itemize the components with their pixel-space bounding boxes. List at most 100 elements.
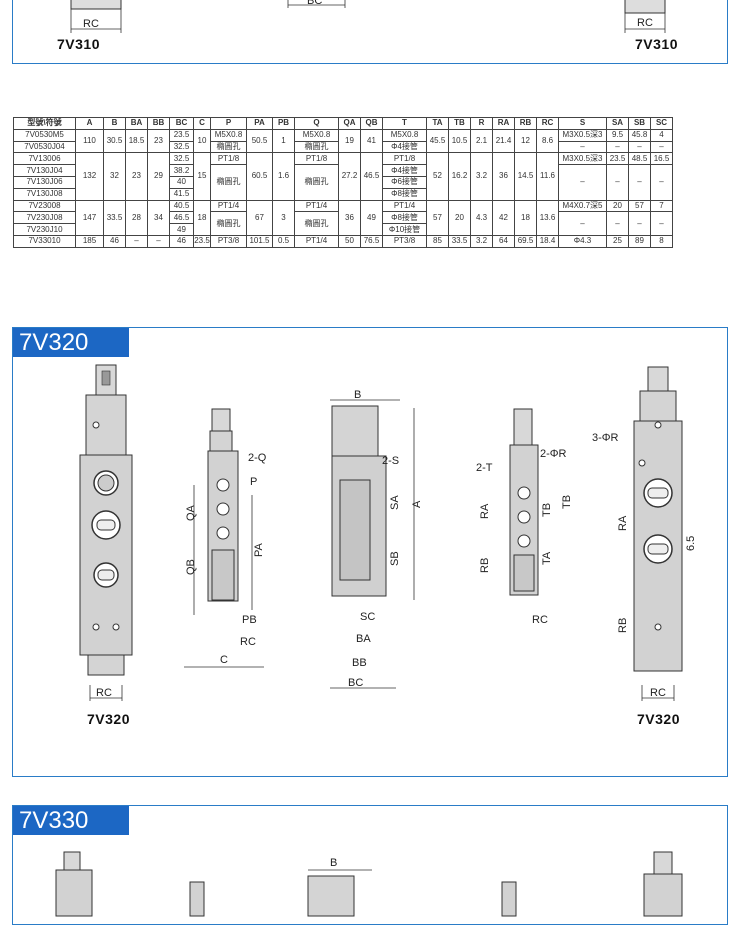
table-cell: PT1/8 (210, 152, 247, 166)
table-cell: 橢圓孔 (294, 140, 339, 154)
table-header: C (193, 117, 211, 130)
table-cell: 85 (426, 234, 449, 248)
table-cell: 橢圓孔 (210, 140, 247, 154)
table-cell: 2.1 (470, 128, 493, 154)
table-cell: 42 (492, 199, 515, 236)
table-cell: 23.5 (169, 128, 194, 142)
table-cell: M5X0.8 (294, 128, 339, 142)
table-row: 7V33010 185 46 – – 46 23.5 PT3/8 101.5 0… (13, 234, 673, 248)
table-cell: 10.5 (448, 128, 471, 154)
table-cell: – (558, 211, 607, 236)
label-tb: TB (561, 495, 573, 509)
table-cell: 41 (360, 128, 383, 154)
drawing-7v310-left: RC (70, 0, 122, 33)
table-cell: PT3/8 (210, 234, 247, 248)
table-header: T (382, 117, 427, 130)
table-header: QB (360, 117, 383, 130)
table-cell: 67 (246, 199, 273, 236)
table-row: 7V230J08 46.5 橢圓孔 橢圓孔 Φ8接管 – – – – (13, 211, 673, 236)
table-cell: 49 (169, 223, 194, 236)
table-header: SC (650, 117, 673, 130)
table-cell: 110 (75, 128, 104, 154)
label-sa: SA (389, 495, 401, 510)
table-cell: 11.6 (536, 152, 559, 201)
table-cell: 46.5 (169, 211, 194, 225)
table-cell: 40 (169, 175, 194, 189)
label-rc: RC (96, 687, 112, 699)
table-cell: PT3/8 (382, 234, 427, 248)
table-header: RB (514, 117, 537, 130)
label-a: A (411, 500, 423, 508)
table-header: A (75, 117, 104, 130)
label-tb-small: TB (541, 503, 553, 517)
table-cell: 36 (492, 152, 515, 201)
table-header: SB (628, 117, 651, 130)
caption-7v320-right: 7V320 (637, 711, 680, 727)
table-cell: – (558, 140, 607, 154)
drawing-side-view-ports: QA QB PA 2-Q P PB RC C (184, 408, 267, 668)
caption-7v310-left: 7V310 (57, 36, 100, 52)
table-row: 7V130J04 38.2 橢圓孔 橢圓孔 Φ4接管 – – – – (13, 164, 673, 201)
table-cell: 3.2 (470, 152, 493, 201)
drawing-rear-view: 3-ΦR RA 6.5 RB RC (592, 366, 697, 701)
label-rb: RB (617, 618, 629, 633)
table-header: BC (169, 117, 194, 130)
table-cell: M3X0.5深3 (558, 152, 607, 166)
table-cell: 46 (169, 234, 194, 248)
table-cell: – (628, 164, 651, 201)
table-cell: PT1/4 (382, 199, 427, 213)
label-bb: BB (352, 657, 367, 669)
table-cell: 21.4 (492, 128, 515, 154)
table-cell: 57 (628, 199, 651, 213)
table-cell: 23 (147, 128, 170, 154)
table-header: R (470, 117, 493, 130)
table-cell: 36 (338, 199, 361, 236)
table-cell: 7V130J06 (13, 175, 76, 189)
table-cell: M5X0.8 (210, 128, 247, 142)
table-cell: 45.8 (628, 128, 651, 142)
drawing-end-view: 2-T 2-ΦR RA TB TB RB TA RC (476, 408, 573, 626)
table-cell: 33.5 (448, 234, 471, 248)
label-qb: QB (185, 559, 197, 575)
table-cell: 橢圓孔 (294, 164, 339, 201)
table-cell: 14.5 (514, 152, 537, 201)
table-cell: 32 (103, 152, 126, 201)
drawing-side-profile: B A 2-S SA SB SC BA BB BC (330, 389, 423, 689)
table-cell: – (628, 140, 651, 154)
table-cell: 橢圓孔 (294, 211, 339, 236)
table-cell: – (650, 164, 673, 201)
table-cell: Φ8接管 (382, 187, 427, 201)
table-header: QA (338, 117, 361, 130)
table-cell: 30.5 (103, 128, 126, 154)
table-cell: 76.5 (360, 234, 383, 248)
drawing-7v330-partial: B (55, 851, 683, 917)
table-cell: 13.6 (536, 199, 559, 236)
caption-7v320-left: 7V320 (87, 711, 130, 727)
table-cell: 32.5 (169, 140, 194, 154)
table-cell: 147 (75, 199, 104, 236)
table-cell: – (650, 211, 673, 236)
table-cell: 41.5 (169, 187, 194, 201)
table-cell: 23.5 (193, 234, 211, 248)
table-cell: 7V230J10 (13, 223, 76, 236)
label-2-t: 2-T (476, 462, 493, 474)
label-ra: RA (617, 515, 629, 531)
table-cell: 1.6 (272, 152, 295, 201)
table-cell: 38.2 (169, 164, 194, 177)
label-ba: BA (356, 633, 371, 645)
table-cell: PT1/4 (294, 234, 339, 248)
table-cell: 29 (147, 152, 170, 201)
table-cell: 16.2 (448, 152, 471, 201)
table-header: TB (448, 117, 471, 130)
table-cell: 7V0530J04 (13, 140, 76, 154)
table-cell: 4.3 (470, 199, 493, 236)
label-rc: RC (650, 687, 666, 699)
table-cell: Φ4接管 (382, 140, 427, 154)
table-cell: PT1/8 (294, 152, 339, 166)
table-cell: – (125, 234, 148, 248)
table-header: BA (125, 117, 148, 130)
caption-7v310-right: 7V310 (635, 36, 678, 52)
table-cell: 3.2 (470, 234, 493, 248)
table-cell: 20 (448, 199, 471, 236)
table-cell: 15 (193, 152, 211, 201)
